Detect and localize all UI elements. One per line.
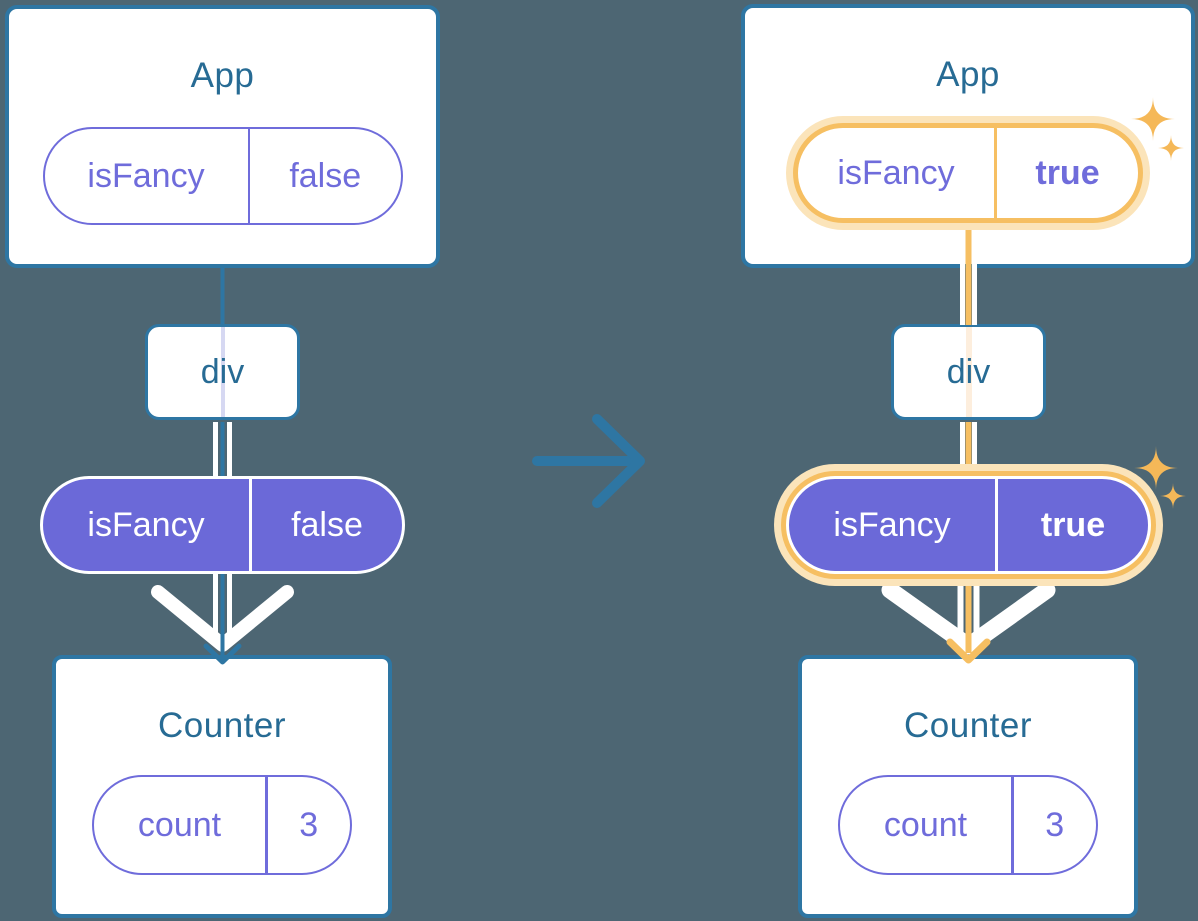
left-app-prop-pill: isFancy false <box>42 126 403 225</box>
prop-pass-through-strip <box>220 327 225 417</box>
pill-divider <box>249 479 252 571</box>
left-pipe-prop-name: isFancy <box>87 506 205 544</box>
arrow-right-icon <box>532 414 645 508</box>
right-app-prop-pill: isFancy true <box>793 122 1143 223</box>
pill-divider <box>995 479 998 571</box>
right-div-box: div <box>891 324 1046 420</box>
left-app-card: App isFancy false <box>5 5 440 268</box>
pill-divider <box>265 776 268 873</box>
right-pill-to-counter-arrow <box>881 572 1056 664</box>
left-div-label: div <box>200 353 245 391</box>
prop-pass-through-strip <box>965 327 972 417</box>
right-div-to-pill-line <box>960 422 977 480</box>
right-app-prop-value: true <box>1035 153 1100 192</box>
right-pipe-prop-name: isFancy <box>833 506 951 544</box>
left-div-to-pill-line <box>213 422 232 480</box>
chevron-down-icon <box>151 585 294 652</box>
pill-divider <box>247 128 250 223</box>
left-pipe-prop-value: false <box>291 506 363 544</box>
right-div-label: div <box>946 353 991 391</box>
left-counter-state-name: count <box>137 805 222 844</box>
right-counter-card: Counter count 3 <box>798 655 1138 918</box>
right-counter-state-pill: count 3 <box>838 774 1098 875</box>
chevron-down-icon <box>881 581 1056 655</box>
left-pill-to-counter-arrow <box>151 570 294 665</box>
right-pipe-prop-pill: isFancy true <box>786 476 1151 574</box>
left-app-prop-name: isFancy <box>87 156 205 195</box>
right-app-prop-name: isFancy <box>837 153 955 192</box>
right-counter-state-name: count <box>883 805 968 844</box>
right-pipe-prop-value: true <box>1040 506 1106 544</box>
right-app-card: App isFancy true <box>741 4 1195 268</box>
left-pipe-prop-pill: isFancy false <box>40 476 405 574</box>
left-counter-state-value: 3 <box>299 805 319 844</box>
pill-divider <box>1011 776 1014 873</box>
left-app-title: App <box>190 56 255 95</box>
right-counter-title: Counter <box>903 706 1033 745</box>
left-div-box: div <box>145 324 300 420</box>
left-counter-card: Counter count 3 <box>52 655 392 918</box>
left-app-prop-value: false <box>289 156 362 195</box>
pill-divider <box>994 127 997 218</box>
left-counter-title: Counter <box>157 706 287 745</box>
right-app-title: App <box>936 55 1000 94</box>
right-counter-state-value: 3 <box>1045 805 1065 844</box>
left-counter-state-pill: count 3 <box>92 774 352 875</box>
